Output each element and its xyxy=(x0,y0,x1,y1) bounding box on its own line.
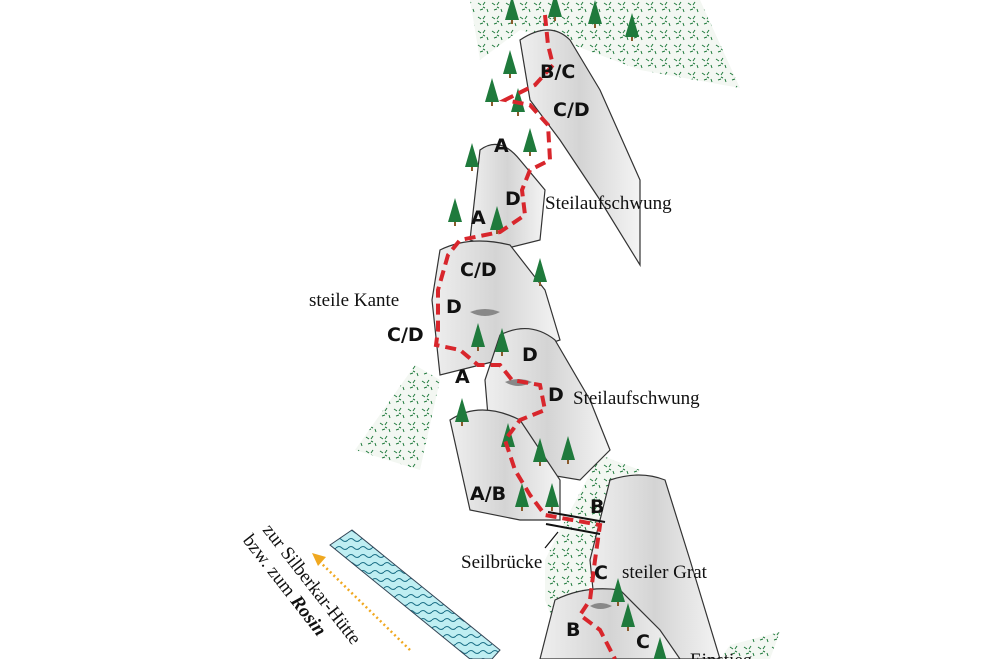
annotation-seilbruecke: Seilbrücke xyxy=(461,552,542,573)
grade-label: C/D xyxy=(387,324,424,346)
grade-labels: B/C C/D A D A C/D D C/D D A D A/B B C B … xyxy=(387,61,650,653)
grade-label: C xyxy=(636,631,650,653)
grade-label: D xyxy=(505,188,521,210)
annotation-steilaufschwung: Steilaufschwung xyxy=(573,388,700,409)
grade-label: C xyxy=(594,562,608,584)
tree-icon xyxy=(503,50,517,78)
vegetation-bottom xyxy=(720,632,780,659)
seilbruecke-pointer xyxy=(544,531,559,549)
direction-arrow-line xyxy=(317,559,411,651)
grade-label: B xyxy=(566,619,580,641)
grade-label: C/D xyxy=(553,99,590,121)
grade-label: A xyxy=(471,207,486,229)
grade-label: D xyxy=(446,296,462,318)
vegetation-left xyxy=(355,365,440,470)
climbing-route xyxy=(433,14,617,659)
grade-label: A xyxy=(494,135,509,157)
vegetation-top xyxy=(365,0,740,88)
rope-bridge xyxy=(545,511,606,535)
stream xyxy=(329,529,501,659)
grade-label: C/D xyxy=(460,259,497,281)
grade-label: A/B xyxy=(470,483,506,505)
annotation-steiler-grat: steiler Grat xyxy=(622,562,708,583)
annotation-steile-kante: steile Kante xyxy=(309,290,399,311)
grade-label: B/C xyxy=(540,61,575,83)
tree-icon xyxy=(465,143,479,171)
annotation-steilaufschwung: Steilaufschwung xyxy=(545,193,672,214)
grade-label: D xyxy=(522,344,538,366)
grade-label: B xyxy=(590,496,604,518)
tree-icon xyxy=(523,128,537,156)
grade-label: A xyxy=(455,366,470,388)
direction-arrow-head xyxy=(312,553,326,566)
tree-icon xyxy=(533,258,547,286)
tree-icon xyxy=(448,198,462,226)
grade-label: D xyxy=(548,384,564,406)
tree-icon xyxy=(485,78,499,106)
annotation-einstieg: Einstieg xyxy=(690,650,753,659)
